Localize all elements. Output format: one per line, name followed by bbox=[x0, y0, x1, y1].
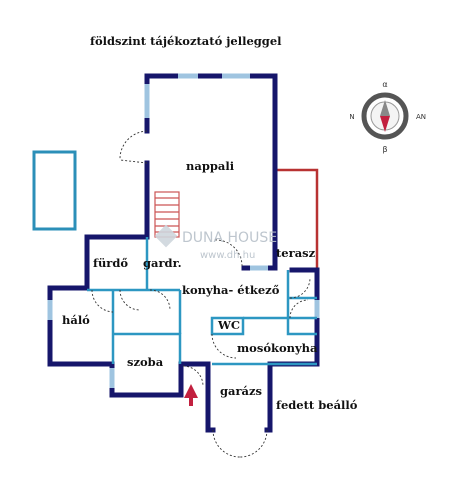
room-label-szoba: szoba bbox=[127, 355, 164, 369]
watermark-url: www.dh.hu bbox=[200, 250, 255, 261]
room-label-furdo: fürdő bbox=[93, 256, 128, 270]
compass-south: β bbox=[382, 145, 387, 154]
watermark-brand: DUNA HOUSE bbox=[182, 230, 277, 246]
terrace-outline bbox=[275, 168, 319, 268]
room-label-gardrob: gardr. bbox=[143, 256, 182, 270]
compass-icon: α β N AN bbox=[349, 80, 426, 154]
staircase bbox=[154, 191, 180, 238]
room-label-nappali: nappali bbox=[186, 159, 235, 173]
room-label-terasz: terasz bbox=[276, 246, 316, 260]
room-label-fedett: fedett beálló bbox=[276, 398, 358, 412]
plan-title: földszint tájékoztató jelleggel bbox=[90, 34, 282, 48]
windows bbox=[47, 73, 320, 388]
room-label-wc: WC bbox=[217, 318, 240, 332]
room-label-garazs: garázs bbox=[220, 384, 262, 398]
compass-east: AN bbox=[416, 113, 426, 121]
room-label-halo: háló bbox=[62, 313, 90, 327]
room-label-mosokonyha: mosókonyha bbox=[237, 341, 318, 355]
entrance-arrow bbox=[184, 384, 198, 406]
compass-north: α bbox=[382, 80, 387, 89]
compass-west: N bbox=[349, 113, 354, 121]
room-label-konyha: konyha- étkező bbox=[182, 283, 280, 297]
door-swings bbox=[91, 130, 311, 458]
pool-outline bbox=[32, 150, 77, 231]
inner-walls bbox=[87, 237, 317, 366]
